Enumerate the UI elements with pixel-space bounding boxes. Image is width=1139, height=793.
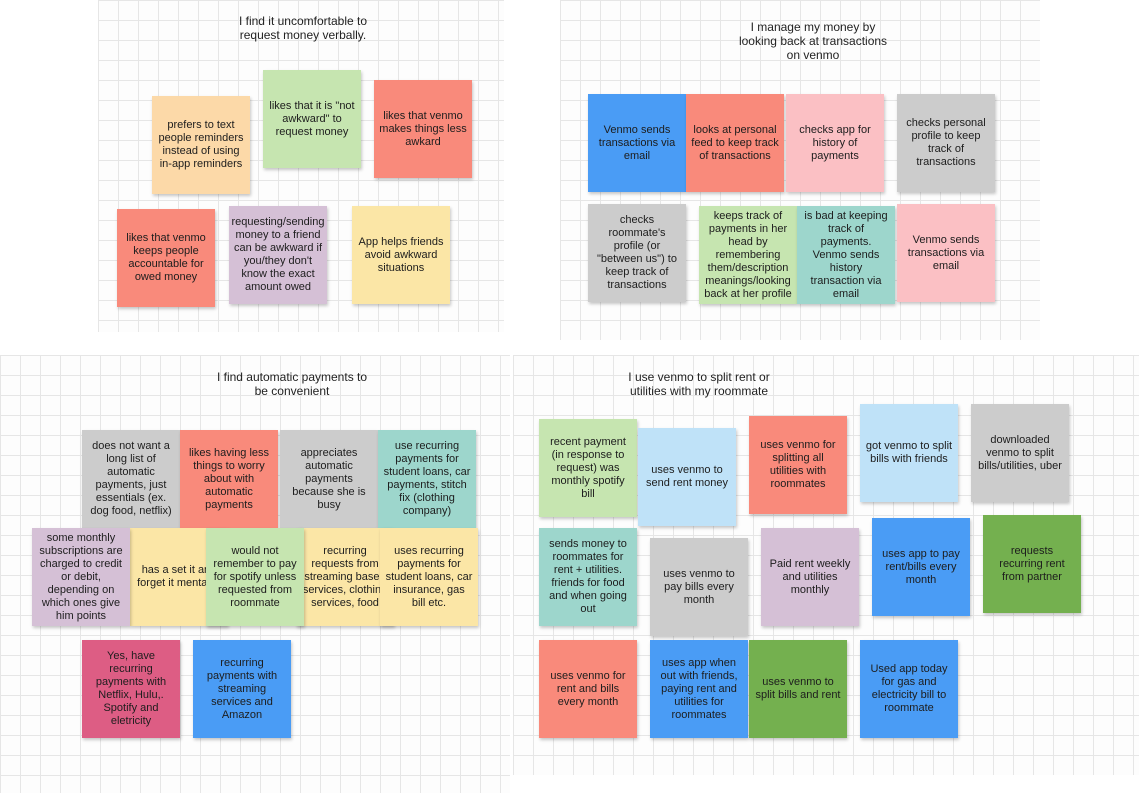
sticky-note[interactable]: uses app to pay rent/bills every month	[872, 518, 970, 616]
sticky-note[interactable]: uses venmo to send rent money	[638, 428, 736, 526]
sticky-note[interactable]: uses venmo for splitting all utilities w…	[749, 416, 847, 514]
sticky-note[interactable]: uses venmo to split bills and rent	[749, 640, 847, 738]
sticky-note[interactable]: Paid rent weekly and utilities monthly	[761, 528, 859, 626]
sticky-note[interactable]: requesting/sending money to a friend can…	[229, 206, 327, 304]
sticky-note[interactable]: downloaded venmo to split bills/utilitie…	[971, 404, 1069, 502]
sticky-note[interactable]: prefers to text people reminders instead…	[152, 96, 250, 194]
sticky-note[interactable]: sends money to roommates for rent + util…	[539, 528, 637, 626]
sticky-note[interactable]: likes that it is "not awkward" to reques…	[263, 70, 361, 168]
board-heading-uncomfortable-requesting: I find it uncomfortable to request money…	[238, 14, 368, 42]
sticky-note[interactable]: likes that venmo keeps people accountabl…	[117, 209, 215, 307]
sticky-note[interactable]: Venmo sends transactions via email	[588, 94, 686, 192]
board-heading-split-rent: I use venmo to split rent or utilities w…	[628, 370, 770, 398]
sticky-note[interactable]: App helps friends avoid awkward situatio…	[352, 206, 450, 304]
sticky-note[interactable]: keeps track of payments in her head by r…	[699, 206, 797, 304]
sticky-note[interactable]: is bad at keeping track of payments. Ven…	[797, 206, 895, 304]
sticky-note[interactable]: Used app today for gas and electricity b…	[860, 640, 958, 738]
sticky-note[interactable]: got venmo to split bills with friends	[860, 404, 958, 502]
sticky-note[interactable]: checks personal profile to keep track of…	[897, 94, 995, 192]
sticky-note[interactable]: uses recurring payments for student loan…	[380, 528, 478, 626]
sticky-note[interactable]: likes having less things to worry about …	[180, 430, 278, 528]
sticky-note[interactable]: recurring payments with streaming servic…	[193, 640, 291, 738]
sticky-note[interactable]: Venmo sends transactions via email	[897, 204, 995, 302]
sticky-note[interactable]: recurring requests from streaming based …	[296, 528, 394, 626]
sticky-note[interactable]: Yes, have recurring payments with Netfli…	[82, 640, 180, 738]
sticky-note[interactable]: checks app for history of payments	[786, 94, 884, 192]
sticky-note[interactable]: does not want a long list of automatic p…	[82, 430, 180, 528]
sticky-note[interactable]: uses app when out with friends, paying r…	[650, 640, 748, 738]
sticky-note[interactable]: requests recurring rent from partner	[983, 515, 1081, 613]
sticky-note[interactable]: some monthly subscriptions are charged t…	[32, 528, 130, 626]
sticky-note[interactable]: uses venmo to pay bills every month	[650, 538, 748, 636]
sticky-note[interactable]: appreciates automatic payments because s…	[280, 430, 378, 528]
sticky-note[interactable]: checks roommate's profile (or "between u…	[588, 204, 686, 302]
sticky-note[interactable]: recent payment (in response to request) …	[539, 419, 637, 517]
sticky-note[interactable]: looks at personal feed to keep track of …	[686, 94, 784, 192]
sticky-note[interactable]: uses venmo for rent and bills every mont…	[539, 640, 637, 738]
board-heading-manage-money: I manage my money by looking back at tra…	[738, 20, 888, 62]
board-heading-automatic-payments: I find automatic payments to be convenie…	[216, 370, 368, 398]
sticky-note[interactable]: would not remember to pay for spotify un…	[206, 528, 304, 626]
sticky-note[interactable]: likes that venmo makes things less awkar…	[374, 80, 472, 178]
sticky-note[interactable]: use recurring payments for student loans…	[378, 430, 476, 528]
